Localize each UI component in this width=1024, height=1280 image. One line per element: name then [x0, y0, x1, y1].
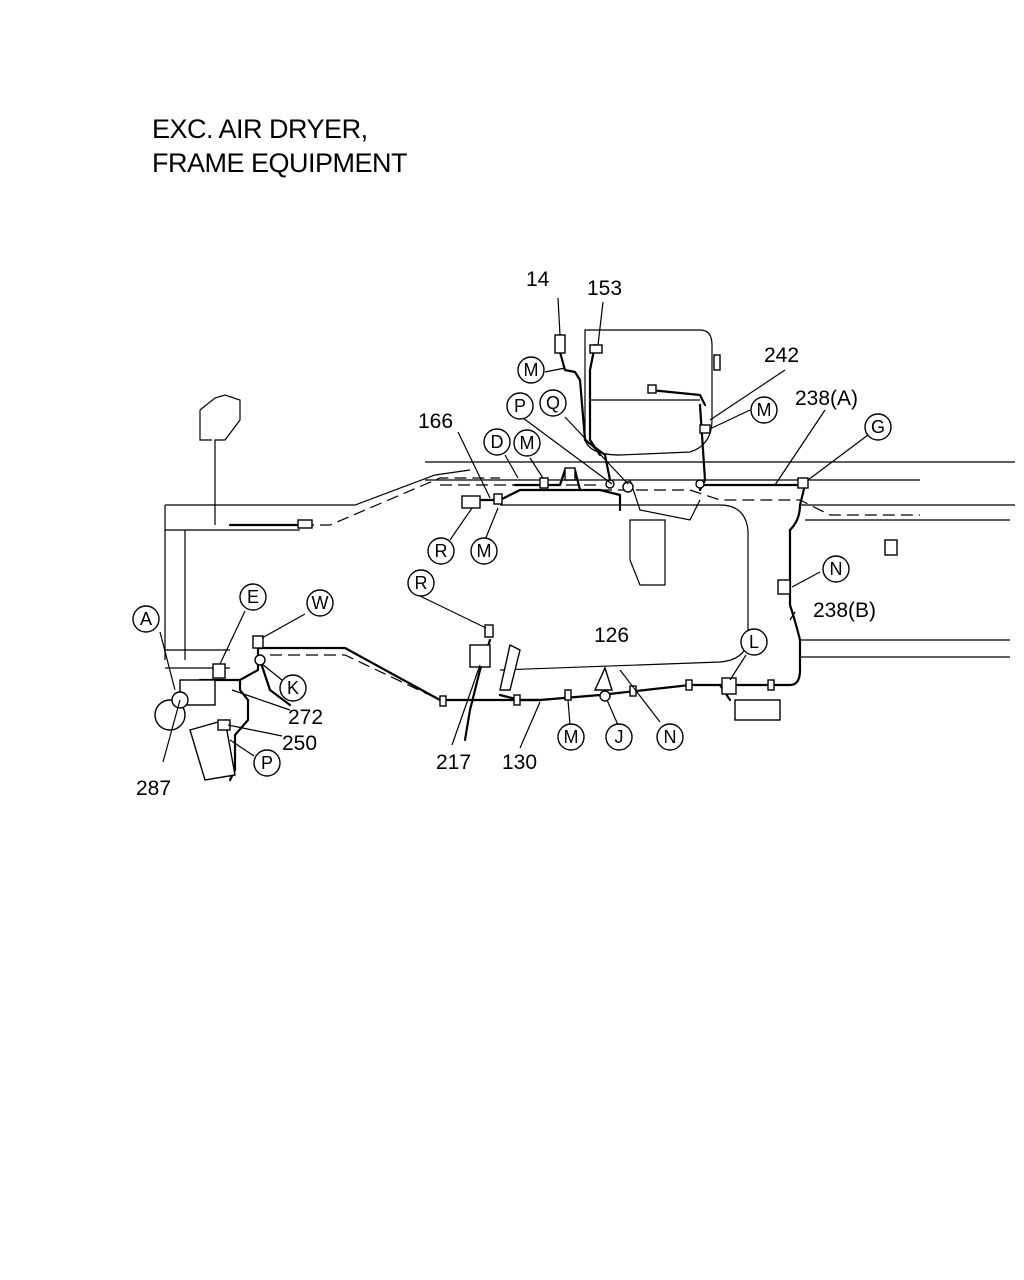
- svg-text:M: M: [757, 400, 772, 420]
- part-label-250: 250: [282, 732, 317, 755]
- callout-e1: E: [239, 583, 267, 611]
- diagram-title: EXC. AIR DRYER, FRAME EQUIPMENT: [152, 112, 408, 180]
- part-label-14: 14: [526, 268, 550, 291]
- callout-p2: P: [253, 749, 281, 777]
- frame-outline: [164, 394, 1015, 671]
- leader-lines: [159, 297, 869, 763]
- part-label-272: 272: [288, 706, 323, 729]
- svg-text:R: R: [435, 541, 448, 561]
- bracket-p2: [189, 719, 236, 781]
- clamp-m3: [539, 477, 549, 489]
- svg-text:P: P: [514, 396, 526, 416]
- callout-n1: N: [822, 555, 850, 583]
- bracket-j: [593, 666, 613, 691]
- part-labels: 14 153 242 238(A) 166 238(B) 126 272 250…: [136, 268, 876, 800]
- callout-m5: M: [557, 723, 585, 751]
- svg-text:M: M: [520, 433, 535, 453]
- part-label-130: 130: [502, 751, 537, 774]
- svg-text:A: A: [140, 609, 152, 629]
- components: [154, 334, 898, 781]
- svg-text:J: J: [615, 727, 624, 747]
- clamp-242: [699, 424, 711, 434]
- valve-217: [469, 644, 491, 668]
- svg-text:G: G: [871, 417, 885, 437]
- callout-l1: L: [740, 628, 768, 656]
- svg-text:R: R: [415, 573, 428, 593]
- part-label-238a: 238(A): [795, 387, 858, 410]
- callout-p1: P: [506, 392, 534, 420]
- clamp-130b: [513, 694, 521, 706]
- connector-e: [212, 663, 226, 679]
- connector-g: [797, 477, 809, 489]
- callout-w1: W: [306, 589, 334, 617]
- part-label-166: 166: [418, 410, 453, 433]
- callout-r1: R: [427, 537, 455, 565]
- callout-k1: K: [279, 674, 307, 702]
- svg-text:K: K: [287, 678, 299, 698]
- callout-a1: A: [132, 605, 160, 633]
- connector-w: [252, 635, 264, 649]
- junction-q1: [622, 481, 634, 493]
- svg-text:M: M: [524, 360, 539, 380]
- svg-text:E: E: [247, 587, 259, 607]
- clamp-n1: [777, 579, 791, 595]
- part-label-238b: 238(B): [813, 599, 876, 622]
- clamp-m5: [564, 689, 572, 701]
- callout-d1: D: [483, 428, 511, 456]
- valve-166: [461, 495, 481, 509]
- part-label-242: 242: [764, 344, 799, 367]
- junction-p1: [605, 479, 615, 489]
- callout-q1: Q: [539, 389, 567, 417]
- callout-g1: G: [864, 413, 892, 441]
- svg-text:W: W: [312, 593, 329, 613]
- svg-text:M: M: [564, 727, 579, 747]
- bracket-130: [499, 643, 521, 691]
- bracket-upper: [564, 467, 576, 481]
- part-label-287: 287: [136, 777, 171, 800]
- fitting-cab-right: [713, 354, 721, 371]
- svg-text:P: P: [261, 753, 273, 773]
- svg-text:M: M: [477, 541, 492, 561]
- svg-text:Q: Q: [546, 393, 560, 413]
- callout-bubbles: M M P Q D M G R M N R A E W K L P M J N: [132, 356, 892, 777]
- junction-cab: [695, 479, 705, 489]
- svg-text:L: L: [749, 632, 759, 652]
- junction-k: [254, 654, 266, 666]
- callout-r2: R: [407, 569, 435, 597]
- title-line-1: EXC. AIR DRYER,: [152, 114, 368, 144]
- clamp-126: [685, 679, 693, 691]
- junction-j: [599, 690, 611, 702]
- callout-m3: M: [513, 429, 541, 457]
- svg-text:D: D: [491, 432, 504, 452]
- callout-m2: M: [750, 396, 778, 424]
- svg-text:N: N: [830, 559, 843, 579]
- callout-m1: M: [517, 356, 545, 384]
- clamp-m4: [493, 493, 503, 505]
- fitting-front: [297, 519, 313, 529]
- clamp-r2: [484, 624, 494, 638]
- valve-l: [721, 677, 737, 695]
- svg-text:N: N: [664, 727, 677, 747]
- fitting-153: [589, 344, 603, 354]
- part-label-217: 217: [436, 751, 471, 774]
- callout-j1: J: [605, 723, 633, 751]
- clamp-130a: [439, 695, 447, 707]
- title-line-2: FRAME EQUIPMENT: [152, 148, 408, 178]
- fitting-cab-left: [647, 384, 657, 394]
- cab-outline: [584, 329, 713, 586]
- callout-n2: N: [656, 723, 684, 751]
- part-label-126: 126: [594, 624, 629, 647]
- rear-bracket: [884, 539, 898, 556]
- valve-14: [554, 334, 566, 354]
- callout-m4: M: [470, 537, 498, 565]
- tank-l: [734, 699, 781, 721]
- part-label-153: 153: [587, 277, 622, 300]
- clamp-rear: [767, 679, 775, 691]
